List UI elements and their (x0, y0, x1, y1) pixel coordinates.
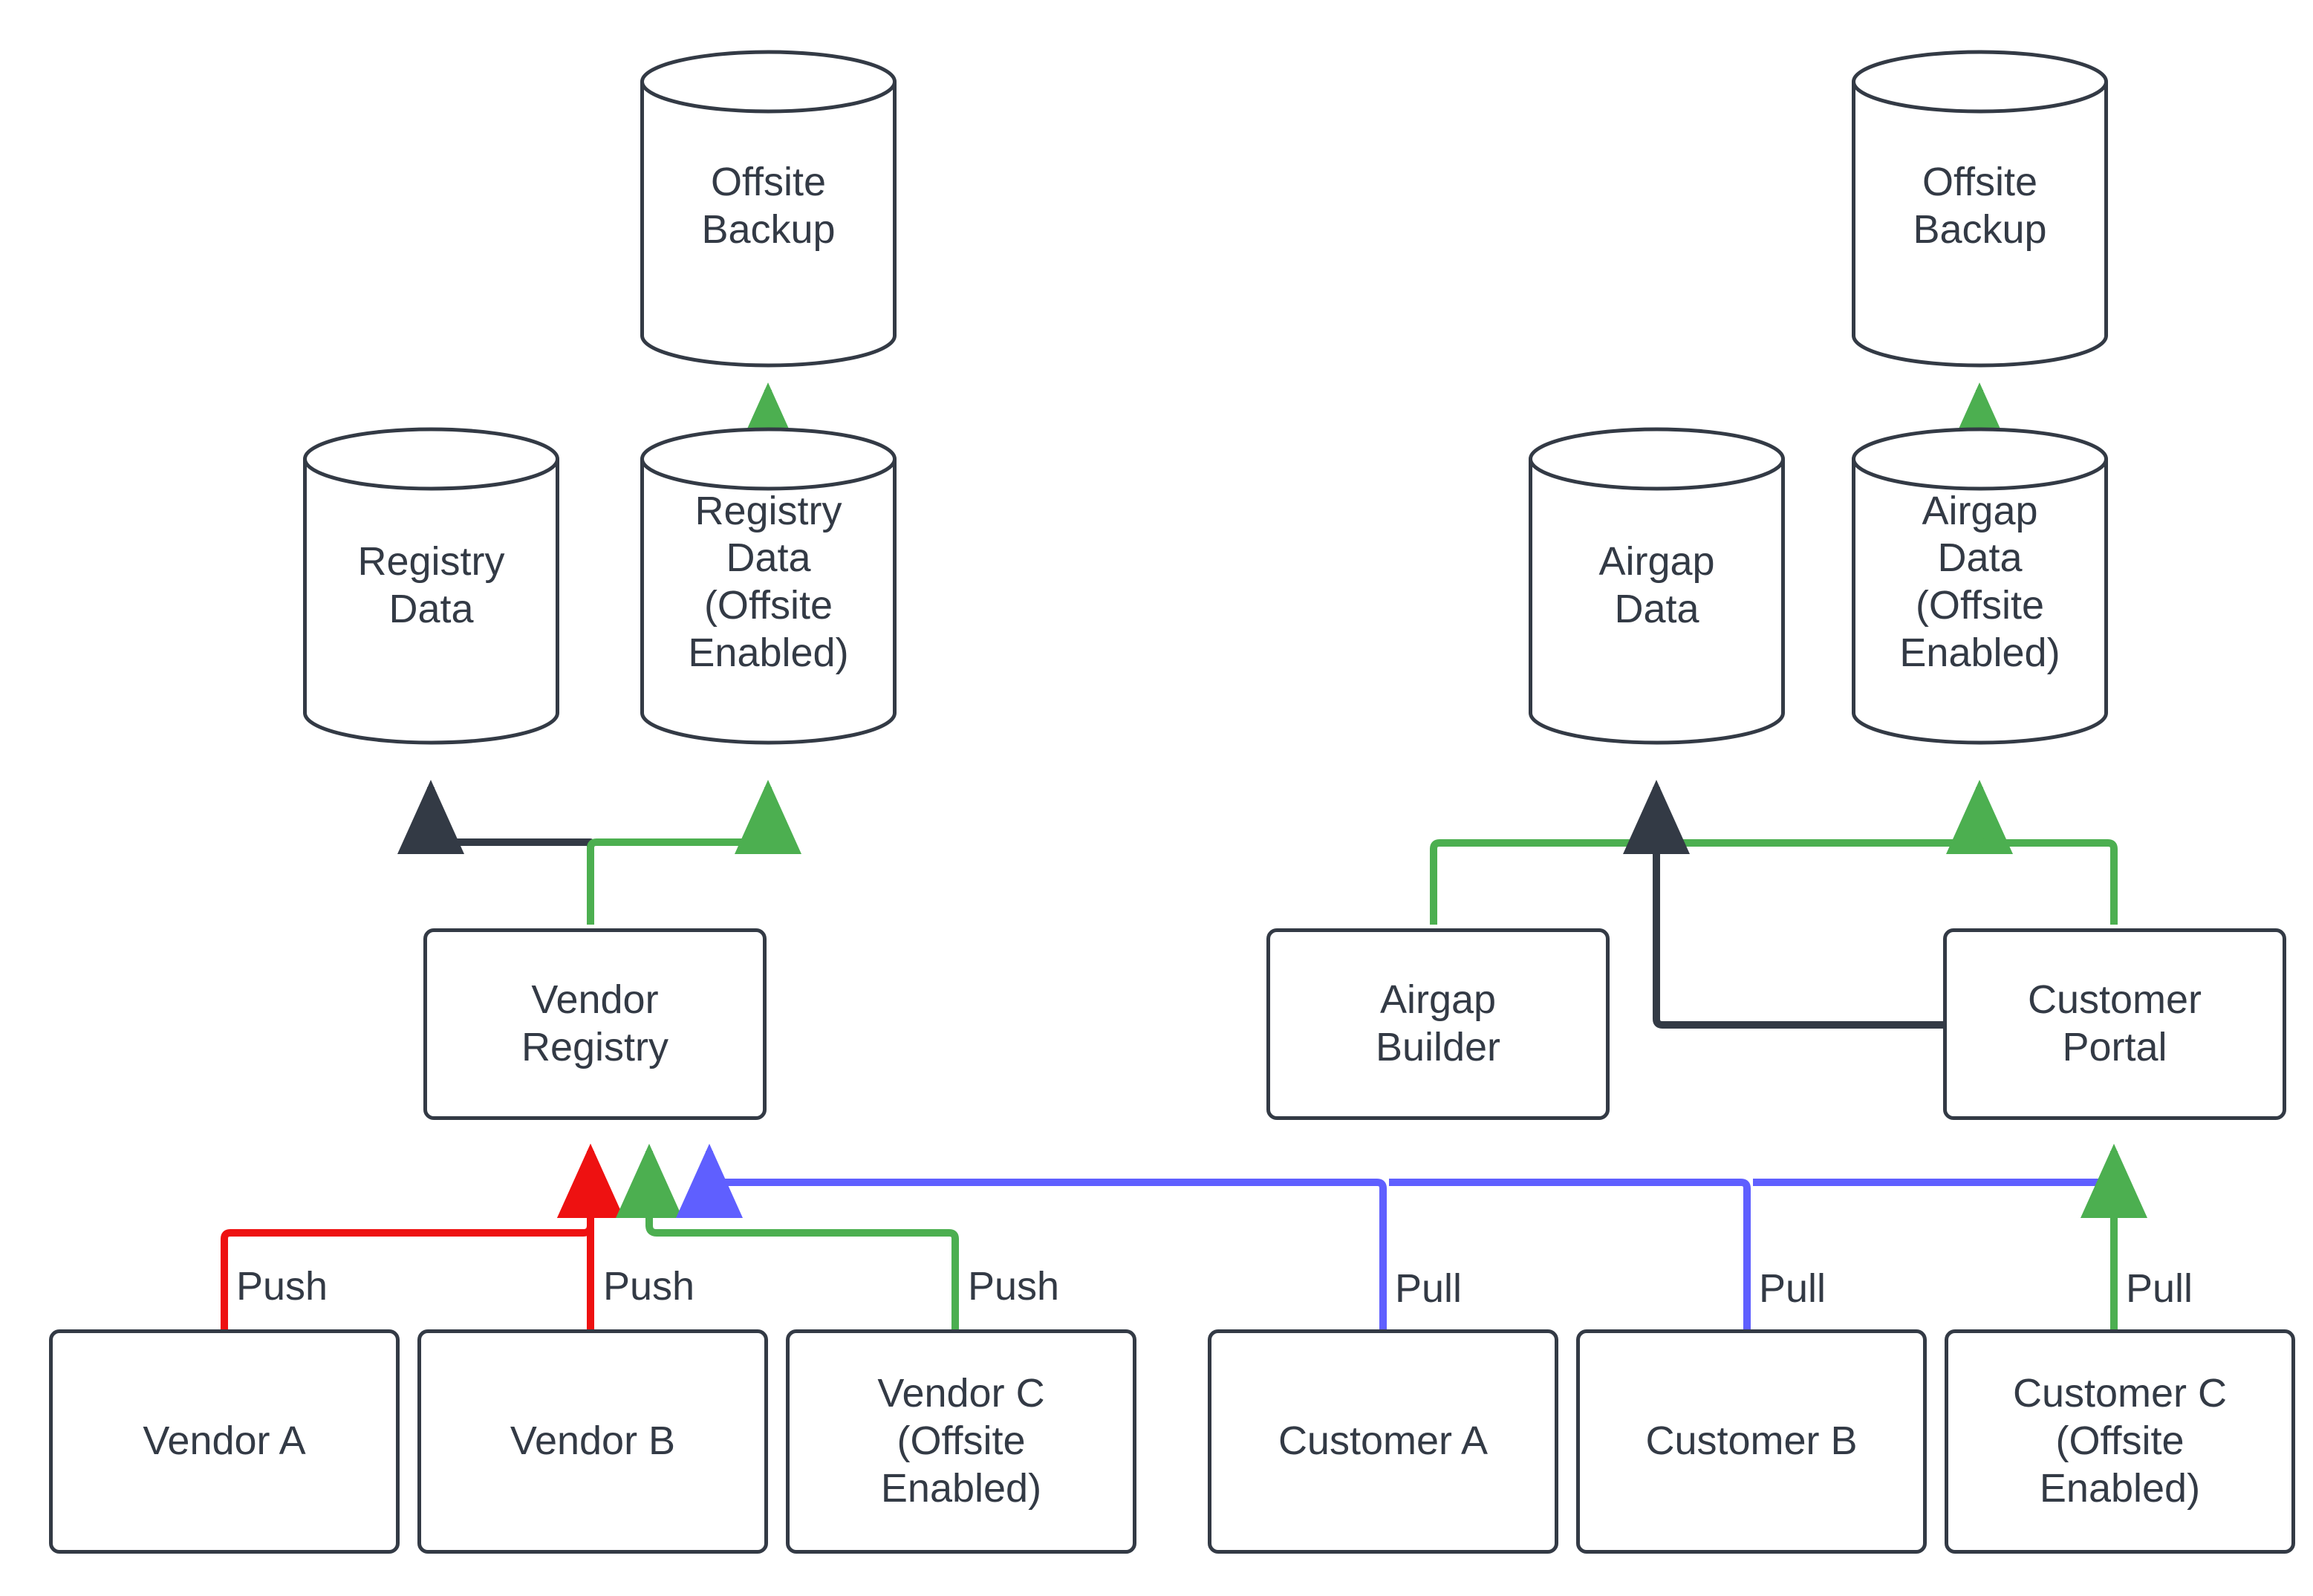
edge-customerb-to-vendorregistry (1389, 1179, 1751, 1329)
node-customer-a[interactable]: Customer A (1208, 1329, 1558, 1554)
edge-vendorregistry-to-registrydataoffsite (587, 780, 801, 925)
node-customer-b[interactable]: Customer B (1576, 1329, 1927, 1554)
edge-label-vendor-b-push: Push (603, 1264, 695, 1309)
node-vendor-a[interactable]: Vendor A (49, 1329, 400, 1554)
node-airgap-builder[interactable]: Airgap Builder (1266, 928, 1610, 1120)
node-offsite-backup-left[interactable]: Offsite Backup (640, 50, 897, 368)
node-vendor-c[interactable]: Vendor C (Offsite Enabled) (786, 1329, 1136, 1554)
edge-label-vendor-c-push: Push (968, 1264, 1060, 1309)
node-registry-data[interactable]: Registry Data (303, 427, 559, 745)
edge-label-vendor-a-push: Push (236, 1264, 328, 1309)
edge-customerportal-to-airgapdata (1623, 780, 1943, 1029)
node-label: Vendor C (Offsite Enabled) (877, 1371, 1045, 1511)
edge-vendorregistry-to-registrydata (397, 780, 594, 854)
node-airgap-data-offsite[interactable]: Airgap Data (Offsite Enabled) (1852, 427, 2108, 745)
node-airgap-data[interactable]: Airgap Data (1529, 427, 1785, 745)
node-label: Customer B (1645, 1419, 1858, 1464)
node-label: Customer A (1278, 1419, 1489, 1464)
node-label: Vendor Registry (521, 977, 669, 1069)
node-label: Vendor A (143, 1419, 306, 1464)
node-label: Airgap Builder (1375, 977, 1501, 1069)
node-customer-portal[interactable]: Customer Portal (1943, 928, 2286, 1120)
edge-label-customer-c-pull: Pull (2126, 1266, 2193, 1311)
edge-label-customer-b-pull: Pull (1759, 1266, 1826, 1311)
node-label: Customer C (Offsite Enabled) (2012, 1371, 2228, 1511)
node-label: Vendor B (510, 1419, 676, 1464)
node-registry-data-offsite[interactable]: Registry Data (Offsite Enabled) (640, 427, 897, 745)
node-vendor-b[interactable]: Vendor B (417, 1329, 768, 1554)
edge-vendorc-to-vendorregistry (616, 1144, 959, 1329)
edge-customera-to-vendorregistry (676, 1144, 1387, 1329)
node-label: Customer Portal (2027, 977, 2202, 1069)
node-customer-c[interactable]: Customer C (Offsite Enabled) (1945, 1329, 2295, 1554)
edge-label-customer-a-pull: Pull (1395, 1266, 1463, 1311)
edge-customerportal-to-airgapdataoffsite (1976, 787, 2118, 925)
edge-airgapbuilder-to-airgapdataoffsite (1430, 780, 2013, 925)
node-vendor-registry[interactable]: Vendor Registry (423, 928, 767, 1120)
node-offsite-backup-right[interactable]: Offsite Backup (1852, 50, 2108, 368)
